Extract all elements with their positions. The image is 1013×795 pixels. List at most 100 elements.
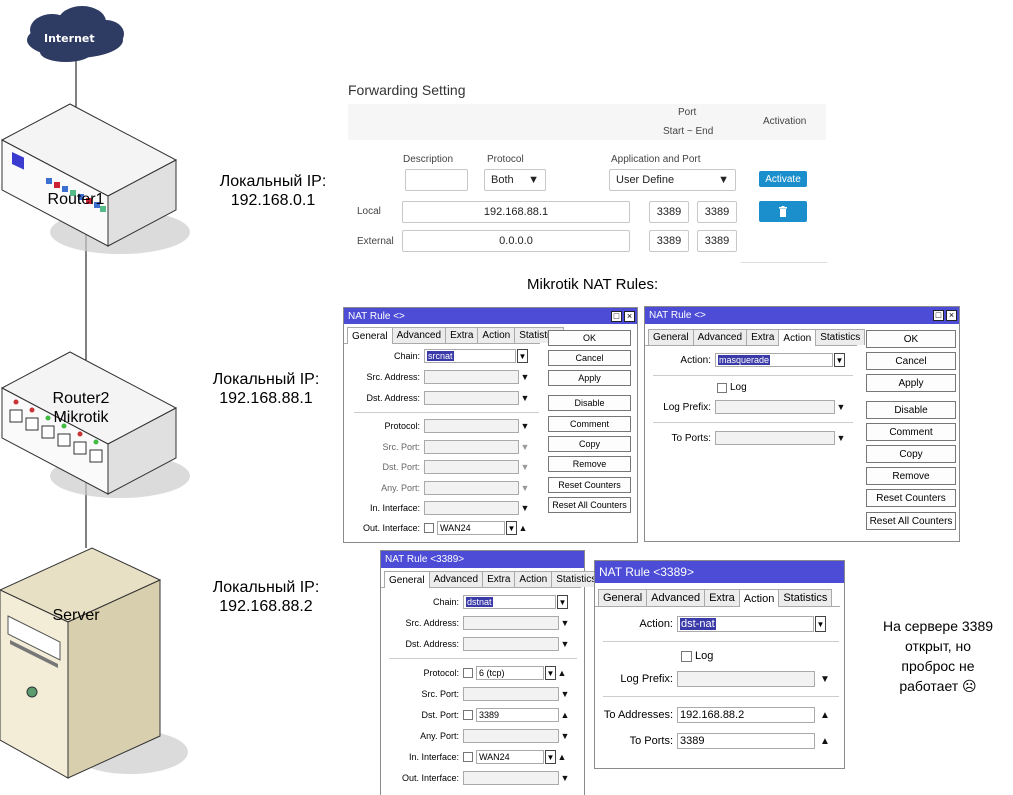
reset-counters-button[interactable]: Reset Counters (548, 477, 631, 493)
expand-arrow-icon[interactable]: ▼ (520, 462, 530, 472)
protocol-dropdown-icon[interactable]: ▼ (545, 666, 556, 680)
ok-button[interactable]: OK (548, 330, 631, 346)
local-port-start-input[interactable]: 3389 (649, 201, 689, 223)
in-interface-dropdown-icon[interactable]: ▼ (545, 750, 556, 764)
expand-arrow-icon[interactable]: ▼ (520, 421, 530, 431)
window-titlebar[interactable]: NAT Rule <3389> (595, 561, 844, 583)
disable-button[interactable]: Disable (548, 395, 631, 411)
protocol-input[interactable]: 6 (tcp) (476, 666, 544, 680)
in-interface-input[interactable] (424, 501, 519, 515)
src-port-input[interactable] (463, 687, 559, 701)
dst-port-negate-checkbox[interactable] (463, 710, 473, 720)
maximize-icon[interactable]: □ (611, 310, 622, 322)
external-port-end-input[interactable]: 3389 (697, 230, 737, 252)
collapse-arrow-icon[interactable]: ▲ (557, 752, 567, 762)
tab-statistics[interactable]: Statistics (815, 329, 866, 345)
out-interface-input[interactable]: WAN24 (437, 521, 505, 535)
collapse-arrow-icon[interactable]: ▲ (518, 523, 528, 533)
chain-input[interactable]: dstnat (463, 595, 556, 609)
reset-all-counters-button[interactable]: Reset All Counters (866, 512, 956, 530)
comment-button[interactable]: Comment (548, 416, 631, 432)
maximize-icon[interactable]: □ (933, 310, 944, 321)
tab-extra[interactable]: Extra (746, 329, 780, 345)
tab-action[interactable]: Action (477, 327, 516, 343)
in-interface-input[interactable]: WAN24 (476, 750, 544, 764)
src-address-input[interactable] (463, 616, 559, 630)
log-checkbox[interactable] (681, 650, 692, 662)
remove-button[interactable]: Remove (548, 456, 631, 472)
activate-button[interactable]: Activate (759, 171, 807, 187)
collapse-arrow-icon[interactable]: ▲ (820, 709, 830, 721)
external-port-start-input[interactable]: 3389 (649, 230, 689, 252)
src-port-input[interactable] (424, 440, 519, 454)
expand-arrow-icon[interactable]: ▼ (520, 503, 530, 513)
copy-button[interactable]: Copy (866, 445, 956, 463)
protocol-negate-checkbox[interactable] (463, 668, 473, 678)
tab-advanced[interactable]: Advanced (391, 327, 447, 343)
log-checkbox[interactable] (717, 382, 727, 393)
disable-button[interactable]: Disable (866, 401, 956, 419)
tab-extra[interactable]: Extra (704, 589, 740, 606)
expand-arrow-icon[interactable]: ▼ (836, 402, 846, 412)
tab-advanced[interactable]: Advanced (428, 571, 484, 587)
to-addresses-input[interactable]: 192.168.88.2 (677, 707, 815, 723)
tab-advanced[interactable]: Advanced (646, 589, 706, 606)
protocol-input[interactable] (424, 419, 519, 433)
to-ports-input[interactable]: 3389 (677, 733, 815, 749)
any-port-input[interactable] (424, 481, 519, 495)
tab-extra[interactable]: Extra (482, 571, 516, 587)
apply-button[interactable]: Apply (866, 374, 956, 392)
collapse-arrow-icon[interactable]: ▲ (560, 710, 570, 720)
tab-general[interactable]: General (384, 571, 430, 588)
tab-general[interactable]: General (347, 327, 393, 344)
local-port-end-input[interactable]: 3389 (697, 201, 737, 223)
external-ip-input[interactable]: 0.0.0.0 (402, 230, 630, 252)
tab-advanced[interactable]: Advanced (692, 329, 748, 345)
expand-arrow-icon[interactable]: ▼ (560, 618, 570, 628)
action-input[interactable]: masquerade (715, 353, 833, 367)
out-interface-negate-checkbox[interactable] (424, 523, 434, 533)
reset-all-counters-button[interactable]: Reset All Counters (548, 497, 631, 513)
any-port-input[interactable] (463, 729, 559, 743)
dst-address-input[interactable] (424, 391, 519, 405)
dst-port-input[interactable] (424, 460, 519, 474)
remove-button[interactable]: Remove (866, 467, 956, 485)
tab-general[interactable]: General (598, 589, 648, 606)
chain-dropdown-icon[interactable]: ▼ (557, 595, 568, 609)
dst-port-input[interactable]: 3389 (476, 708, 559, 722)
action-input[interactable]: dst-nat (677, 616, 814, 632)
expand-arrow-icon[interactable]: ▼ (560, 731, 570, 741)
local-ip-input[interactable]: 192.168.88.1 (402, 201, 630, 223)
expand-arrow-icon[interactable]: ▼ (560, 639, 570, 649)
cancel-button[interactable]: Cancel (548, 350, 631, 366)
src-address-input[interactable] (424, 370, 519, 384)
ok-button[interactable]: OK (866, 330, 956, 348)
tab-extra[interactable]: Extra (445, 327, 479, 343)
expand-arrow-icon[interactable]: ▼ (836, 433, 846, 443)
apply-button[interactable]: Apply (548, 370, 631, 386)
app-port-select[interactable]: User Define ▼ (609, 169, 736, 191)
cancel-button[interactable]: Cancel (866, 352, 956, 370)
action-dropdown-icon[interactable]: ▼ (815, 616, 826, 632)
tab-statistics[interactable]: Statistics (778, 589, 833, 606)
action-dropdown-icon[interactable]: ▼ (834, 353, 845, 367)
expand-arrow-icon[interactable]: ▼ (520, 372, 530, 382)
window-titlebar[interactable]: NAT Rule <> □ × (344, 308, 637, 324)
window-titlebar[interactable]: NAT Rule <> □ × (645, 307, 959, 324)
description-input[interactable] (405, 169, 468, 191)
close-icon[interactable]: × (624, 310, 635, 322)
collapse-arrow-icon[interactable]: ▲ (557, 668, 567, 678)
log-prefix-input[interactable] (677, 671, 815, 687)
expand-arrow-icon[interactable]: ▼ (520, 393, 530, 403)
comment-button[interactable]: Comment (866, 423, 956, 441)
out-interface-input[interactable] (463, 771, 559, 785)
chain-input[interactable]: srcnat (424, 349, 516, 363)
tab-action[interactable]: Action (738, 589, 780, 607)
dst-address-input[interactable] (463, 637, 559, 651)
expand-arrow-icon[interactable]: ▼ (560, 689, 570, 699)
in-interface-negate-checkbox[interactable] (463, 752, 473, 762)
chain-dropdown-icon[interactable]: ▼ (517, 349, 528, 363)
protocol-select[interactable]: Both ▼ (484, 169, 546, 191)
expand-arrow-icon[interactable]: ▼ (820, 673, 830, 685)
close-icon[interactable]: × (946, 310, 957, 321)
